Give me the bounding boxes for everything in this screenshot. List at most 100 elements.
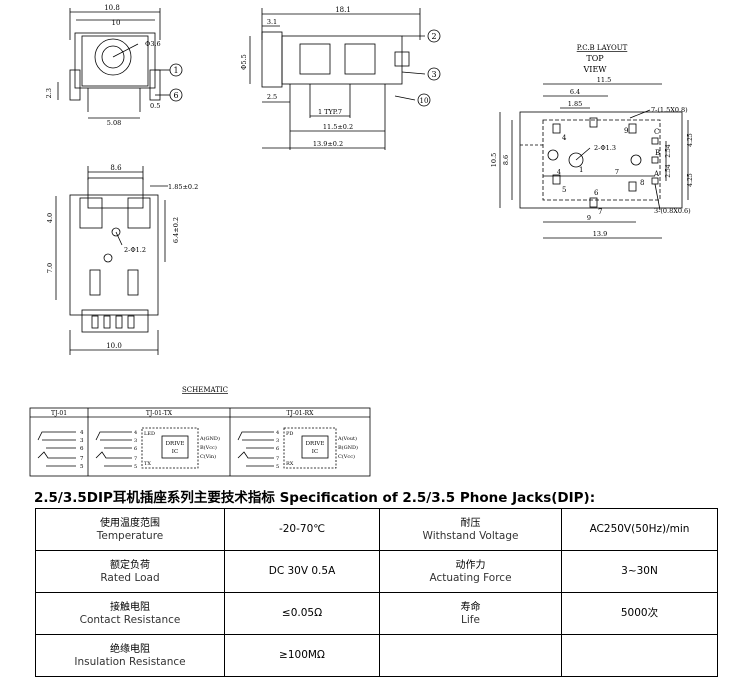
rx-pd: PD bbox=[286, 431, 293, 437]
rx-pin-5: 5 bbox=[276, 464, 279, 470]
dim-hole: Φ3.6 bbox=[145, 40, 161, 48]
value-cell: ≤0.05Ω bbox=[224, 592, 380, 635]
dim-pin-offset: 0.5 bbox=[150, 102, 160, 110]
rx-pin-4: 4 bbox=[276, 430, 279, 436]
top-left-view: 10.8 10 Φ3.6 5.08 0.5 2.3 1 6 bbox=[45, 4, 183, 127]
bl-dim-right-height: 6.4±0.2 bbox=[172, 217, 180, 243]
value-cell: 3~30N bbox=[561, 550, 718, 593]
bl-dim-left-70: 7.0 bbox=[46, 263, 54, 273]
dim-width-inner: 10 bbox=[112, 19, 121, 27]
pcb-dim-86: 8.6 bbox=[502, 155, 510, 165]
tx-pin-6: 6 bbox=[134, 446, 137, 452]
dim-front: 3.1 bbox=[267, 18, 277, 26]
pcb-pin-4: 4 bbox=[562, 134, 567, 142]
pcb-dim-105: 10.5 bbox=[490, 153, 498, 167]
dim-typ: 1 TYP.7 bbox=[318, 108, 342, 116]
value-cell: -20-70℃ bbox=[224, 508, 380, 551]
value-cell: 5000次 bbox=[561, 592, 718, 635]
technical-drawings: 10.8 10 Φ3.6 5.08 0.5 2.3 1 6 18.1 3.1 bbox=[29, 4, 694, 477]
tj01-pin-7: 7 bbox=[80, 456, 84, 462]
schematic: SCHEMATIC TJ-01 TJ-01-TX TJ-01-RX 4 3 6 … bbox=[29, 386, 371, 477]
tx-pin-7: 7 bbox=[134, 456, 137, 462]
callout-6: 6 bbox=[173, 91, 178, 100]
bl-dim-top: 8.6 bbox=[110, 164, 122, 172]
tx-drive: DRIVE bbox=[166, 441, 185, 447]
rx-drive: DRIVE bbox=[306, 441, 325, 447]
label-cell bbox=[379, 634, 562, 677]
dim-a: 2.5 bbox=[267, 93, 277, 101]
rx-c: C(Vcc) bbox=[338, 453, 355, 460]
rx-a: A(Vout) bbox=[337, 435, 357, 442]
rx-b: B(GND) bbox=[338, 444, 358, 451]
pcb-dim-slot: 7-(1.5X0.8) bbox=[651, 106, 688, 114]
bl-dim-left-40: 4.0 bbox=[46, 213, 54, 223]
pcb-pin-6: 6 bbox=[594, 189, 599, 197]
tx-ic: IC bbox=[172, 449, 178, 455]
dim-width-outer: 10.8 bbox=[104, 4, 120, 12]
top-center-view: 18.1 3.1 2 3 10 Φ5.5 2.5 1 TYP.7 11.5±0.… bbox=[240, 6, 441, 150]
pcb-pin-1: 1 bbox=[579, 166, 583, 174]
pcb-dim-4: 4 bbox=[557, 168, 561, 176]
pcb-pin-9: 9 bbox=[624, 127, 628, 135]
value-cell bbox=[561, 634, 718, 677]
tj01-pin-3: 3 bbox=[80, 438, 84, 444]
rx-pin-7: 7 bbox=[276, 456, 279, 462]
callout-2: 2 bbox=[431, 32, 436, 41]
callout-1: 1 bbox=[173, 66, 178, 75]
tj01-pin-4: 4 bbox=[80, 430, 84, 436]
callout-10: 10 bbox=[420, 97, 429, 105]
tx-a: A(GND) bbox=[199, 435, 220, 442]
tx-b: B(Vcc) bbox=[200, 444, 217, 451]
rx-pin-3: 3 bbox=[276, 438, 279, 444]
bl-dim-bottom: 10.0 bbox=[106, 342, 122, 350]
pcb-pin-b: B bbox=[655, 149, 660, 157]
pcb-dim-425a: 4.25 bbox=[687, 133, 694, 147]
pcb-title: P.C.B LAYOUT bbox=[577, 44, 628, 52]
tx-led: LED bbox=[144, 431, 155, 437]
pcb-pin-5: 5 bbox=[562, 186, 566, 194]
pcb-pin-7: 7 bbox=[598, 208, 602, 216]
dim-b: 11.5±0.2 bbox=[323, 123, 353, 131]
value-cell: ≥100MΩ bbox=[224, 634, 380, 677]
tx-pin-5: 5 bbox=[134, 464, 137, 470]
schematic-col2: TJ-01-TX bbox=[146, 410, 173, 417]
dim-length: 18.1 bbox=[335, 6, 351, 14]
pcb-sub1: TOP bbox=[586, 54, 604, 63]
pcb-dim-9: 9 bbox=[587, 214, 591, 222]
dim-c: 13.9±0.2 bbox=[313, 140, 343, 148]
tx-pin-4: 4 bbox=[134, 430, 137, 436]
schematic-col3: TJ-01-RX bbox=[287, 410, 315, 417]
pcb-dim-64: 6.4 bbox=[570, 88, 580, 96]
dim-height-c: Φ5.5 bbox=[240, 54, 248, 70]
tx-c: C(Vin) bbox=[200, 453, 216, 460]
spec-title: 2.5/3.5DIP耳机插座系列主要技术指标 Specification of … bbox=[34, 490, 596, 506]
pcb-dim-pad: 3-(0.8X0.6) bbox=[654, 207, 691, 215]
schematic-col1: TJ-01 bbox=[51, 410, 67, 417]
pcb-dim-185: 1.85 bbox=[568, 100, 582, 108]
bl-dim-hole: 2-Φ1.2 bbox=[124, 246, 146, 254]
pcb-dim-254a: 2.54 bbox=[665, 144, 672, 158]
schematic-title: SCHEMATIC bbox=[182, 386, 228, 394]
pcb-dim-top: 11.5 bbox=[597, 76, 611, 84]
dim-height: 2.3 bbox=[45, 88, 53, 98]
pcb-dim-hole: 2-Φ1.3 bbox=[594, 144, 616, 152]
pcb-dim-139: 13.9 bbox=[593, 230, 607, 238]
dim-pin-spacing: 5.08 bbox=[107, 119, 121, 127]
rx-pin-6: 6 bbox=[276, 446, 279, 452]
tj01-pin-6: 6 bbox=[80, 446, 84, 452]
tj01-pin-5: 5 bbox=[80, 464, 84, 470]
pcb-pin-a: A bbox=[653, 170, 660, 178]
callout-3: 3 bbox=[431, 70, 436, 79]
tx-pin-3: 3 bbox=[134, 438, 137, 444]
